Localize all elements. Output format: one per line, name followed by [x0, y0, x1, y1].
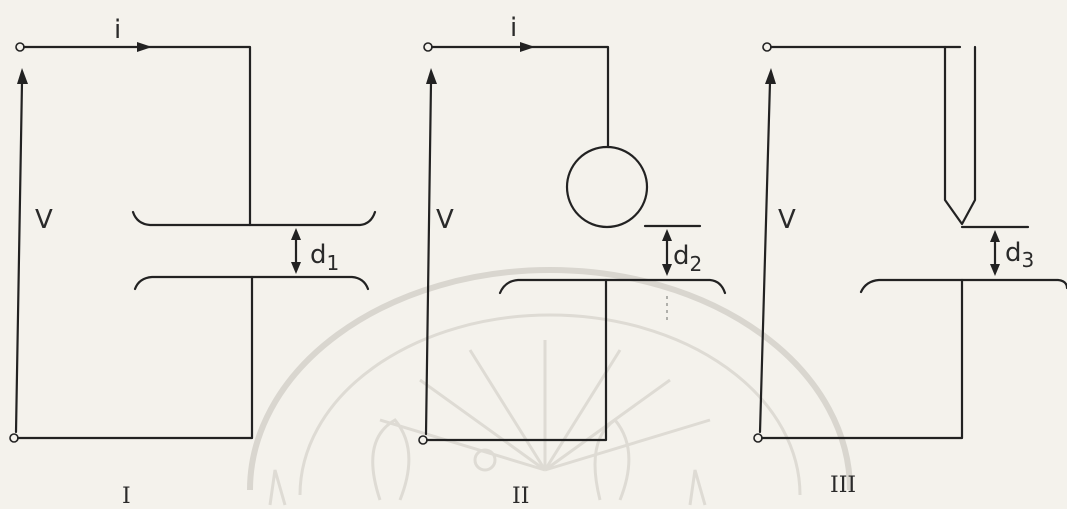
bottom-wire [16, 275, 254, 440]
circuit-ii: i V d2 II [418, 13, 727, 509]
voltage-label: V [778, 205, 796, 235]
needle-electrode [943, 45, 977, 226]
top-wire [22, 45, 252, 227]
current-label: i [510, 13, 517, 43]
figure-label-iii: III [830, 473, 856, 498]
gap-label: d3 [1005, 238, 1034, 272]
current-arrow [137, 42, 152, 52]
watermark-seal [247, 267, 853, 506]
top-wire [430, 45, 610, 149]
lower-plate-electrode [498, 278, 727, 295]
bottom-wire [760, 278, 964, 440]
figure-label-i: I [122, 484, 131, 509]
bottom-terminal [753, 433, 763, 443]
lower-plate-electrode [859, 278, 1067, 294]
current-label: i [114, 15, 121, 45]
top-terminal [423, 42, 433, 52]
bottom-terminal [418, 435, 428, 445]
voltage-arrow-line [14, 80, 24, 434]
bottom-terminal [9, 433, 19, 443]
top-terminal [762, 42, 772, 52]
current-arrow [520, 42, 535, 52]
voltage-arrow-head [765, 68, 776, 84]
circuit-iii: V d3 III [753, 42, 1067, 498]
bottom-wire [425, 278, 608, 442]
voltage-arrow-line [424, 80, 433, 436]
voltage-label: V [35, 205, 53, 235]
voltage-arrow-head [426, 68, 437, 84]
figure-label-ii: II [512, 484, 529, 509]
voltage-arrow-line [758, 80, 772, 434]
voltage-arrow-head [17, 68, 28, 84]
gap-label: d2 [673, 241, 702, 276]
voltage-label: V [436, 205, 454, 235]
sphere-electrode [565, 145, 649, 229]
circuit-i: i V d1 I [9, 15, 377, 509]
gap-label: d1 [310, 240, 339, 275]
top-terminal [15, 42, 25, 52]
upper-plate-electrode [131, 210, 377, 227]
